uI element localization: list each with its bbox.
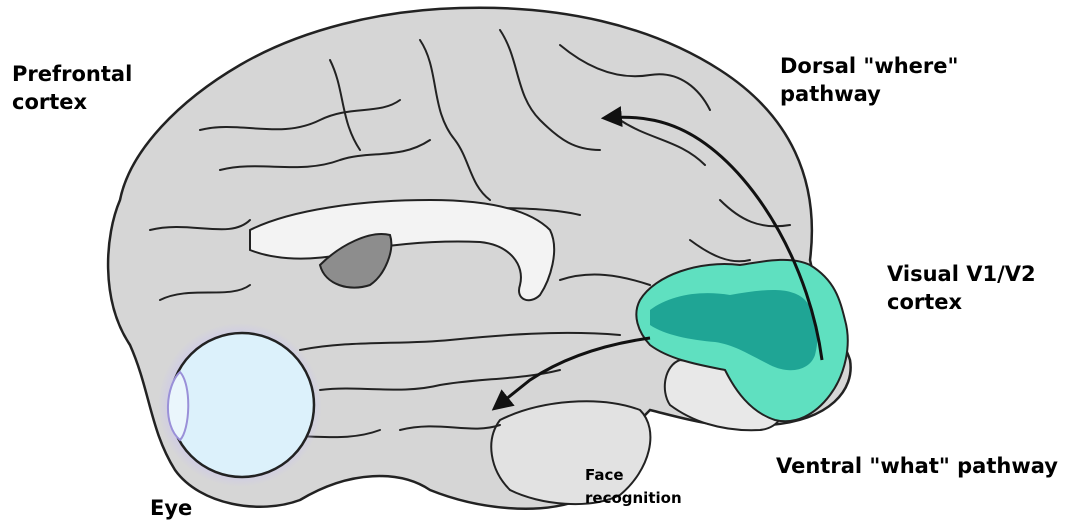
eye-label: Eye: [150, 494, 192, 522]
eye-ball: [170, 333, 314, 477]
dorsal-line1: Dorsal "where": [780, 52, 958, 80]
face-recognition-label: Face recognition: [585, 464, 682, 509]
prefrontal-line1: Prefrontal: [12, 60, 132, 88]
dorsal-pathway-label: Dorsal "where" pathway: [780, 52, 958, 109]
prefrontal-line2: cortex: [12, 88, 132, 116]
visual-cortex-label: Visual V1/V2 cortex: [887, 260, 1036, 317]
dorsal-line2: pathway: [780, 80, 958, 108]
visual-line2: cortex: [887, 288, 1036, 316]
face-line2: recognition: [585, 487, 682, 510]
face-line1: Face: [585, 464, 682, 487]
prefrontal-cortex-label: Prefrontal cortex: [12, 60, 132, 117]
visual-line1: Visual V1/V2: [887, 260, 1036, 288]
ventral-pathway-label: Ventral "what" pathway: [776, 452, 1058, 480]
